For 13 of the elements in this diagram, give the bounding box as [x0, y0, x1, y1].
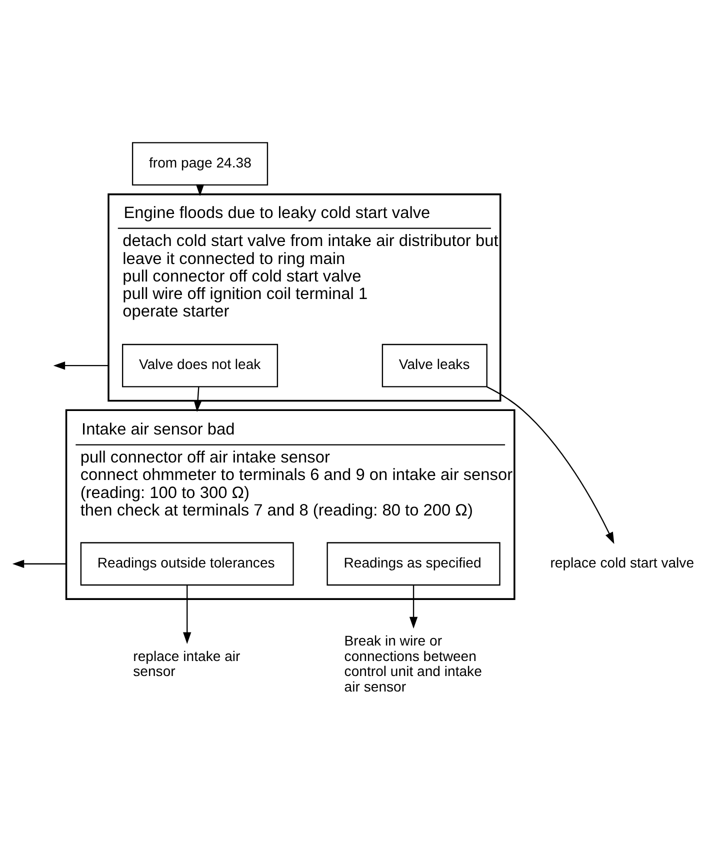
node-box: Valve does not leak — [122, 344, 278, 388]
node-text: Break in wire or connections between control unit and intake air sensor — [344, 632, 482, 694]
arrow — [183, 585, 192, 644]
node-text: replace cold start valve — [550, 554, 694, 571]
arrow — [194, 386, 202, 412]
node-box: Valve leaks — [382, 344, 488, 388]
arrow — [53, 361, 108, 370]
node-box: Readings as specified — [326, 542, 500, 586]
arrow — [409, 585, 418, 629]
arrow — [486, 386, 614, 544]
arrow — [12, 560, 66, 568]
node-box: Readings outside tolerances — [80, 542, 294, 586]
node-text: replace intake air sensor — [133, 648, 240, 680]
